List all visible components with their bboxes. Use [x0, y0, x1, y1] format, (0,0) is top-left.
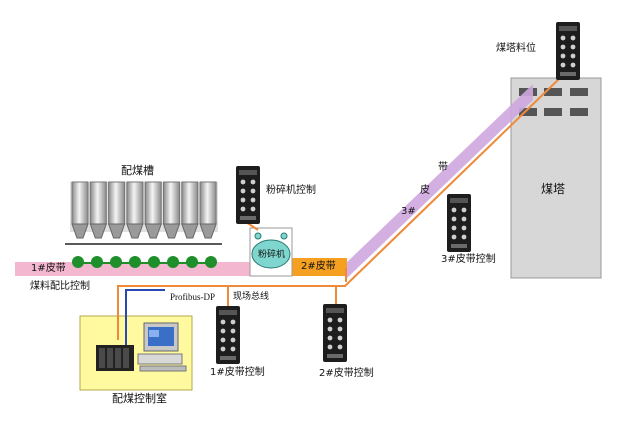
belt1-io-module-icon [216, 306, 240, 364]
silo-hopper [89, 223, 108, 239]
belt2-label: 2#皮带 [301, 261, 336, 272]
belt3-io-module-icon [447, 194, 471, 252]
belt1-label: 1#皮带 [31, 263, 66, 274]
profibus-label: Profibus-DP [170, 292, 216, 302]
plc-icon [96, 345, 134, 371]
tower-io-module-icon [556, 22, 580, 80]
belt1-rollers [72, 256, 217, 268]
belt1-control-label: 1#皮带控制 [210, 367, 265, 378]
silo-hopper [126, 223, 144, 239]
ratio-control-label: 煤料配比控制 [30, 281, 90, 292]
fieldbus-label: 现场总线 [233, 292, 270, 302]
silo-hopper [71, 223, 89, 239]
silo-icon [163, 181, 180, 225]
silo-hopper [144, 223, 162, 239]
silo-icon [108, 181, 126, 225]
silo-icon [89, 181, 107, 225]
crusher-control-label: 粉碎机控制 [266, 185, 316, 196]
belt3 [345, 84, 533, 280]
silo-group-label: 配煤槽 [121, 164, 154, 177]
silo-hopper [107, 223, 126, 239]
belt2-control-label: 2#皮带控制 [319, 368, 374, 379]
belt3-control-label: 3#皮带控制 [441, 254, 496, 265]
crusher-io-module-icon [236, 166, 260, 224]
silo-icon [71, 181, 89, 225]
silo-icon [144, 181, 162, 225]
belt2 [292, 258, 347, 276]
silo-hopper [199, 223, 217, 239]
tower-label: 煤塔 [541, 182, 566, 196]
silo-hopper [181, 223, 199, 239]
silo-icon [126, 181, 144, 225]
belt3-label-b: 皮 [420, 185, 430, 196]
crusher-label: 粉碎机 [258, 250, 286, 260]
belt3-label-c: 3# [401, 206, 416, 217]
tower-level-label: 煤塔料位 [496, 43, 536, 54]
belt2-io-module-icon [323, 304, 347, 362]
computer-icon [137, 322, 187, 372]
control-room-label: 配煤控制室 [112, 392, 167, 405]
crusher [249, 227, 293, 277]
silo-group [65, 181, 222, 245]
silo-icon [199, 181, 217, 225]
silo-icon [181, 181, 199, 225]
belt3-label-a: 带 [438, 162, 448, 173]
silo-hopper [162, 223, 181, 239]
control-link [125, 289, 165, 345]
